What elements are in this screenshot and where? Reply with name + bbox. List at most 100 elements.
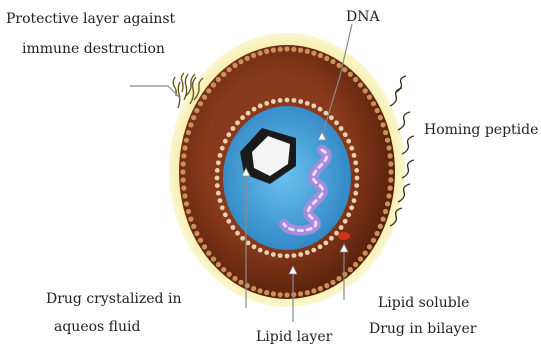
- lipid-head: [285, 254, 290, 259]
- label-lipid-layer: Lipid layer: [256, 328, 332, 346]
- leader-protective: [130, 86, 180, 98]
- lipid-head: [285, 98, 290, 103]
- lipid-head: [191, 224, 196, 229]
- lipid-head: [367, 244, 372, 249]
- lipid-head: [258, 51, 263, 56]
- lipid-head: [271, 252, 276, 257]
- lipid-head: [220, 205, 225, 210]
- lipid-head: [251, 53, 256, 58]
- lipid-head: [238, 59, 243, 64]
- lipid-head: [215, 176, 220, 181]
- lipid-head: [298, 252, 303, 257]
- lipid-head: [238, 280, 243, 285]
- lipid-soluble-drug-mark: [338, 232, 350, 240]
- lipid-head: [278, 47, 283, 52]
- lipid-head: [211, 82, 216, 87]
- lipid-head: [206, 88, 211, 93]
- lipid-head: [271, 48, 276, 53]
- lipid-head: [336, 63, 341, 68]
- lipid-head: [245, 56, 250, 61]
- lipid-head: [216, 262, 221, 267]
- lipid-head: [292, 253, 297, 258]
- lipid-head: [291, 292, 296, 297]
- lipid-head: [385, 138, 390, 143]
- lipid-head: [284, 292, 289, 297]
- lipid-head: [211, 256, 216, 261]
- lipid-head: [363, 88, 368, 93]
- lipid-head: [348, 72, 353, 77]
- lipid-head: [383, 209, 388, 214]
- lipid-head: [330, 59, 335, 64]
- lipid-head: [378, 115, 383, 120]
- lipid-head: [227, 272, 232, 277]
- lipid-head: [371, 238, 376, 243]
- lipid-head: [371, 101, 376, 106]
- lipid-head: [381, 217, 386, 222]
- lipid-head: [221, 72, 226, 77]
- lipid-head: [339, 225, 344, 230]
- lipid-head: [252, 107, 257, 112]
- lipid-head: [216, 191, 221, 196]
- lipid-head: [343, 219, 348, 224]
- lipid-head: [349, 205, 354, 210]
- lipid-head: [278, 292, 283, 297]
- lipid-head: [271, 99, 276, 104]
- lipid-head: [298, 291, 303, 296]
- lipid-head: [334, 120, 339, 125]
- lipid-head: [318, 107, 323, 112]
- lipid-head: [240, 236, 245, 241]
- lipid-head: [353, 191, 358, 196]
- lipid-head: [386, 145, 391, 150]
- lipid-head: [223, 212, 228, 217]
- lipid-head: [184, 138, 189, 143]
- lipid-head: [251, 286, 256, 291]
- lipid-head: [215, 168, 220, 173]
- lipid-head: [311, 51, 316, 56]
- lipid-head: [198, 101, 203, 106]
- lipid-head: [278, 98, 283, 103]
- lipid-head: [226, 132, 231, 137]
- lipid-head: [355, 176, 360, 181]
- lipid-head: [298, 99, 303, 104]
- lipid-head: [363, 251, 368, 256]
- lipid-head: [180, 169, 185, 174]
- lipid-head: [334, 231, 339, 236]
- lipid-head: [232, 63, 237, 68]
- lipid-head: [194, 231, 199, 236]
- lipid-head: [206, 251, 211, 256]
- lipid-head: [343, 132, 348, 137]
- lipid-head: [311, 248, 316, 253]
- lipid-head: [221, 267, 226, 272]
- label-homing-peptide: Homing peptide: [424, 121, 538, 139]
- lipid-head: [216, 160, 221, 165]
- lipid-head: [188, 122, 193, 127]
- lipid-head: [311, 104, 316, 109]
- lipid-head: [235, 120, 240, 125]
- lipid-head: [381, 122, 386, 127]
- lipid-head: [386, 193, 391, 198]
- lipid-head: [235, 231, 240, 236]
- lipid-head: [258, 104, 263, 109]
- label-drug-crystal-line1: Drug crystalized in: [46, 290, 181, 308]
- lipid-head: [388, 153, 393, 158]
- lipid-head: [278, 253, 283, 258]
- lipid-head: [324, 111, 329, 116]
- lipid-head: [198, 238, 203, 243]
- lipid-head: [305, 49, 310, 54]
- lipid-head: [264, 101, 269, 106]
- lipid-head: [353, 262, 358, 267]
- lipid-head: [186, 209, 191, 214]
- lipid-head: [388, 177, 393, 182]
- lipid-head: [342, 67, 347, 72]
- lipid-head: [330, 280, 335, 285]
- lipid-head: [349, 146, 354, 151]
- lipid-head: [291, 47, 296, 52]
- lipid-head: [385, 201, 390, 206]
- lipid-head: [188, 217, 193, 222]
- lipid-head: [216, 77, 221, 82]
- lipid-head: [378, 224, 383, 229]
- lipid-head: [324, 283, 329, 288]
- lipid-head: [181, 177, 186, 182]
- lipid-head: [388, 169, 393, 174]
- lipid-head: [346, 139, 351, 144]
